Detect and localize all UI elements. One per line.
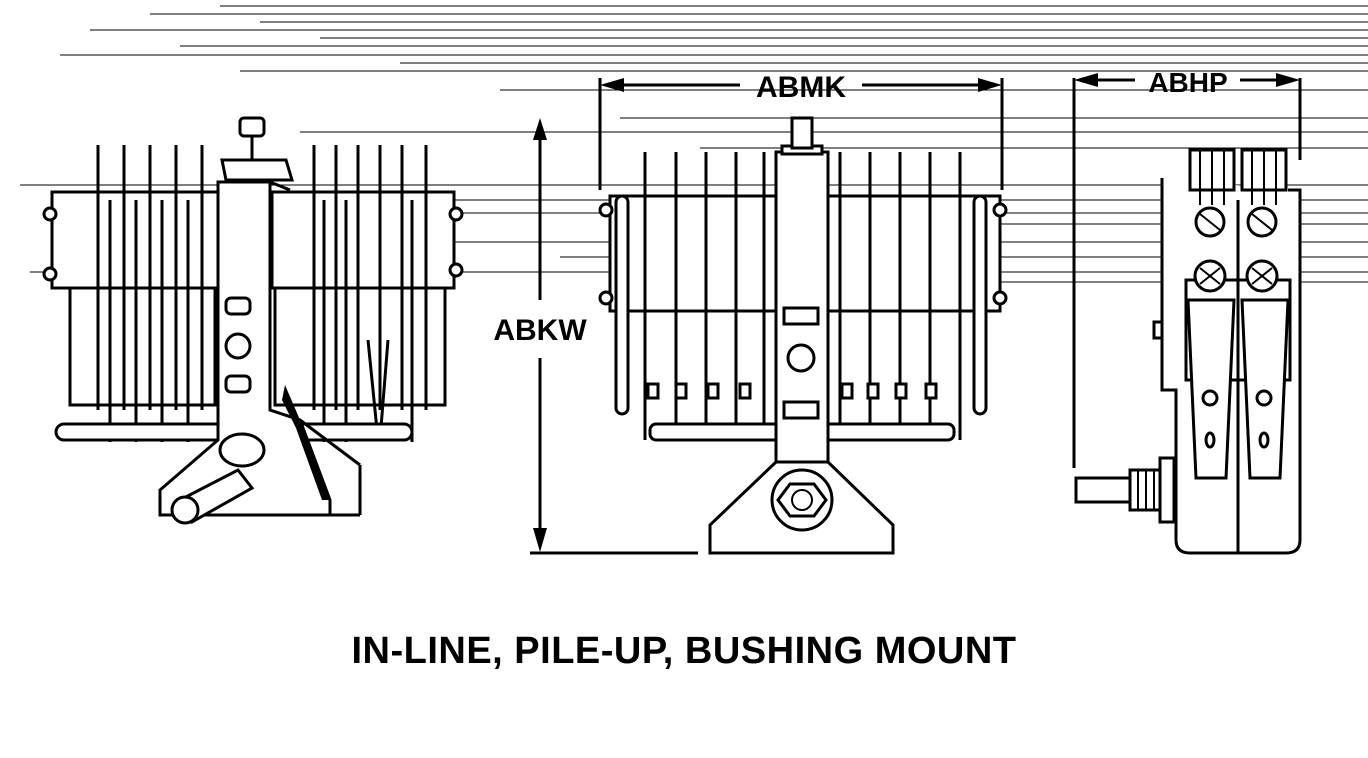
width-dimension-label: ABMK xyxy=(756,71,846,104)
abmk-left-arrow xyxy=(600,78,624,92)
right-contact-leaves xyxy=(312,145,428,442)
height-dimension-label: ABKW xyxy=(493,314,587,347)
front-contact-points xyxy=(646,382,938,400)
abkw-top-arrow xyxy=(533,118,547,140)
abhp-left-arrow xyxy=(1074,73,1098,87)
side-view: ABHP xyxy=(1072,67,1302,555)
abhp-right-arrow xyxy=(1276,73,1300,87)
abkw-bottom-arrow xyxy=(533,528,547,552)
abmk-right-arrow xyxy=(978,78,1002,92)
left-contact-leaves xyxy=(96,145,204,442)
isometric-switch-assembly xyxy=(42,116,464,525)
depth-dimension-label: ABHP xyxy=(1148,67,1227,98)
diagram-caption: IN-LINE, PILE-UP, BUSHING MOUNT xyxy=(351,630,1017,672)
front-view: ABMK ABKW xyxy=(493,71,1008,555)
